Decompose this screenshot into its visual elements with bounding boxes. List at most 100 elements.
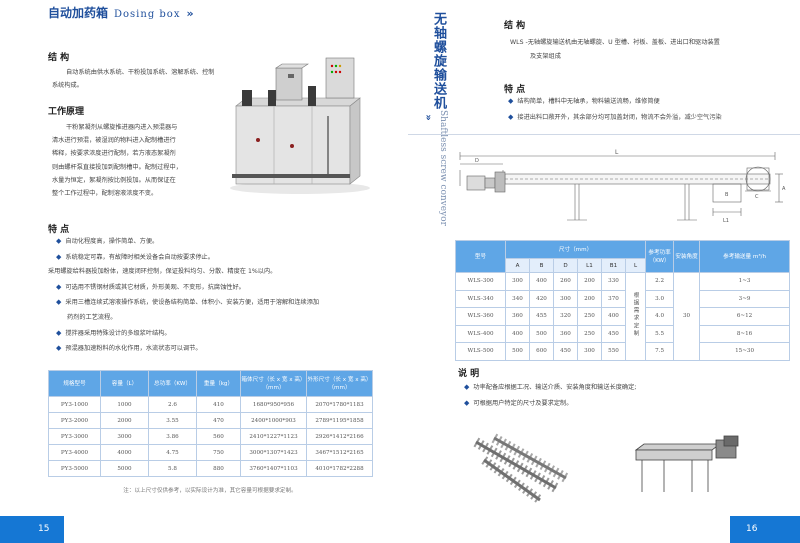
conveyor-drawing: L D L1 B A C <box>459 149 786 224</box>
left-page-header: 自动加药箱 Dosing box » <box>48 4 194 21</box>
feature-item: ◆可选用不锈钢材质或其它材质，外形美观、不变形，抗腐蚀性好。 <box>56 282 245 291</box>
feature-item: ◆自动化程度高，操作简单、方便。 <box>56 237 159 245</box>
conveyor-product-image <box>634 435 739 492</box>
left-page: 自动加药箱 Dosing box » 结 构 自动系统由供水系统、干粉投加系统、… <box>0 4 373 543</box>
features-list: ◆自动化程度高，操作简单、方便。 ◆系统稳定可靠，有故障时相关设备会自动按要求停… <box>48 234 320 357</box>
footer-bar <box>0 516 64 543</box>
feature-item: ◆结构简单，槽料中无轴承，物料输送流畅，维修简便 <box>508 97 660 105</box>
divider <box>408 134 800 135</box>
table-subheader-cell: L <box>624 258 647 273</box>
vertical-title-cn: 无轴螺旋输送机 <box>431 12 446 110</box>
table-header-cell: 参考功率（KW） <box>645 240 675 273</box>
table-header-cell: 外形尺寸（长 x 宽 x 高）（mm） <box>306 370 373 397</box>
principle-line: 整个工作过程中，配制溶液浓度不变。 <box>52 190 158 198</box>
table-subheader-cell: B <box>529 258 554 273</box>
bullet-icon: ◆ <box>56 328 62 337</box>
principle-line: 稀释，按要求浓度进行配制，若方液态絮凝剂 <box>52 150 176 158</box>
length-custom-note: 根据需求定制 <box>624 272 647 361</box>
bullet-icon: ◆ <box>56 237 62 245</box>
bullet-icon: ◆ <box>464 398 470 407</box>
table-subheader-cell: L1 <box>577 258 602 273</box>
structure-text: 自动系统由供水系统、干粉投加系统、溶解系统、控制系统构成。 <box>52 69 215 90</box>
bullet-icon: ◆ <box>56 252 62 261</box>
header-title-cn: 自动加药箱 <box>48 6 109 20</box>
table-header-cell: 型号 <box>455 240 506 273</box>
vertical-title: 无轴螺旋输送机 Shaftless screw conveyor <box>418 12 448 226</box>
table-header-cell: 参考输送量 m³/h <box>699 240 791 273</box>
bullet-icon: ◆ <box>508 112 514 121</box>
drawing-label-A: A <box>782 186 786 192</box>
table-subheader-cell: B1 <box>601 258 626 273</box>
right-page: 无轴螺旋输送机 Shaftless screw conveyor » 结 构 W… <box>400 0 800 543</box>
table-subheader-row: A B D L1 B1 L <box>456 258 790 273</box>
feature-item: ◆搅拌器采用特殊设计的多级浆叶结构。 <box>56 328 171 337</box>
table-header-cell: 重量（kg） <box>196 370 241 397</box>
table-header-cell: 安装角度 <box>673 240 701 273</box>
bullet-icon: ◆ <box>56 282 62 291</box>
structure-line: WLS -无轴螺旋输送机由无轴螺旋、U 型槽、衬板、盖板、进出口和驱动装置 <box>510 39 720 46</box>
double-chevron-down-icon: » <box>422 114 434 121</box>
feature-item: 采用螺旋给料器投加粉体，速度闭环控制，保证投料均匀、分散、精度在 1%以内。 <box>48 268 277 276</box>
table-header-cell: 尺寸（mm） <box>504 240 647 259</box>
table-subheader-cell: D <box>553 258 578 273</box>
feature-item: 药剂的工艺流程。 <box>67 313 117 321</box>
dosing-box-spec-table: 规格型号 容量（L） 总功率（KW） 重量（kg） 箱体尺寸（长 x 宽 x 高… <box>48 370 373 477</box>
principle-line: 则由螺杆泵直接投加到配制槽中。配制过程中， <box>52 163 182 171</box>
table-subheader-cell: A <box>505 258 530 273</box>
feature-item: ◆预混器加速粉料的水化作用，水流状态可以调节。 <box>56 344 202 353</box>
double-chevron-right-icon: » <box>186 7 194 20</box>
feature-item: ◆采用三槽连续式溶液操作系统，使设备结构简单、体积小、安装方便，适用于溶解和连续… <box>56 298 320 307</box>
principle-line: 干粉絮凝剂从螺旋推进器内进入预混器与 <box>66 124 178 131</box>
table-header-row: 型号 尺寸（mm） 参考功率（KW） 安装角度 参考输送量 m³/h <box>455 240 791 273</box>
features-title: 特 点 <box>48 225 70 235</box>
header-title-en: Dosing box <box>114 9 181 20</box>
bullet-icon: ◆ <box>56 298 62 307</box>
conveyor-features-list: ◆结构简单，槽料中无轴承，物料输送流畅，维修简便 ◆接进出料口敞开外，其余部分均… <box>508 94 722 125</box>
dosing-box-image <box>228 56 373 196</box>
bullet-icon: ◆ <box>508 97 514 105</box>
angle-value: 30 <box>673 272 701 361</box>
table-note: 注：以上尺寸仅供参考，以实际设计为准，其它容量可根据要求定制。 <box>123 488 297 494</box>
vertical-title-en: Shaftless screw conveyor <box>438 110 448 226</box>
principle-line: 清水进行预混，被湿润的物料进入配制槽进行 <box>52 137 176 145</box>
feature-item: ◆接进出料口敞开外，其余部分均可加盖封闭，物流不会外溢，减少空气污染 <box>508 112 722 121</box>
page-number: 16 <box>746 524 758 534</box>
table-header-cell: 总功率（KW） <box>148 370 197 397</box>
conveyor-spec-table: 型号 尺寸（mm） 参考功率（KW） 安装角度 参考输送量 m³/h A B D… <box>455 240 791 361</box>
bullet-icon: ◆ <box>464 383 470 391</box>
drawing-label-C: C <box>755 194 759 200</box>
principle-line: 水量为恒定，絮凝剂按比例投加。从而保证在 <box>52 176 176 184</box>
conveyor-features-title: 特 点 <box>504 85 526 95</box>
footer-bar <box>730 516 800 543</box>
table-header-cell: 容量（L） <box>100 370 149 397</box>
principle-title: 工作原理 <box>48 107 85 117</box>
screw-shaft-image <box>473 433 569 504</box>
note-item: ◆功率配备应根据工况、输送介质、安装角度和输送长度确定; <box>464 383 637 391</box>
drawing-label-B: B <box>725 192 729 198</box>
notes-list: ◆功率配备应根据工况、输送介质、安装角度和输送长度确定; ◆可根据用户特定的尺寸… <box>464 380 636 411</box>
feature-item: ◆系统稳定可靠，有故障时相关设备会自动按要求停止。 <box>56 252 214 261</box>
principle-text: 干粉絮凝剂从螺旋推进器内进入预混器与 清水进行预混，被湿润的物料进入配制槽进行 … <box>52 121 222 200</box>
table-header-row: 规格型号 容量（L） 总功率（KW） 重量（kg） 箱体尺寸（长 x 宽 x 高… <box>48 370 373 397</box>
structure-line: 及支架组成 <box>530 53 561 60</box>
note-item: ◆可根据用户特定的尺寸及要求定制。 <box>464 398 573 407</box>
drawing-label-L1: L1 <box>723 218 729 224</box>
drawing-label-D: D <box>475 158 479 164</box>
page-number: 15 <box>38 524 50 534</box>
structure-title: 结 构 <box>48 53 70 63</box>
notes-title: 说 明 <box>458 369 480 379</box>
table-header-cell: 箱体尺寸（长 x 宽 x 高）（mm） <box>240 370 307 397</box>
conveyor-structure-text: WLS -无轴螺旋输送机由无轴螺旋、U 型槽、衬板、盖板、进出口和驱动装置 及支… <box>510 36 790 64</box>
bullet-icon: ◆ <box>56 344 62 353</box>
drawing-label-L: L <box>615 149 619 156</box>
